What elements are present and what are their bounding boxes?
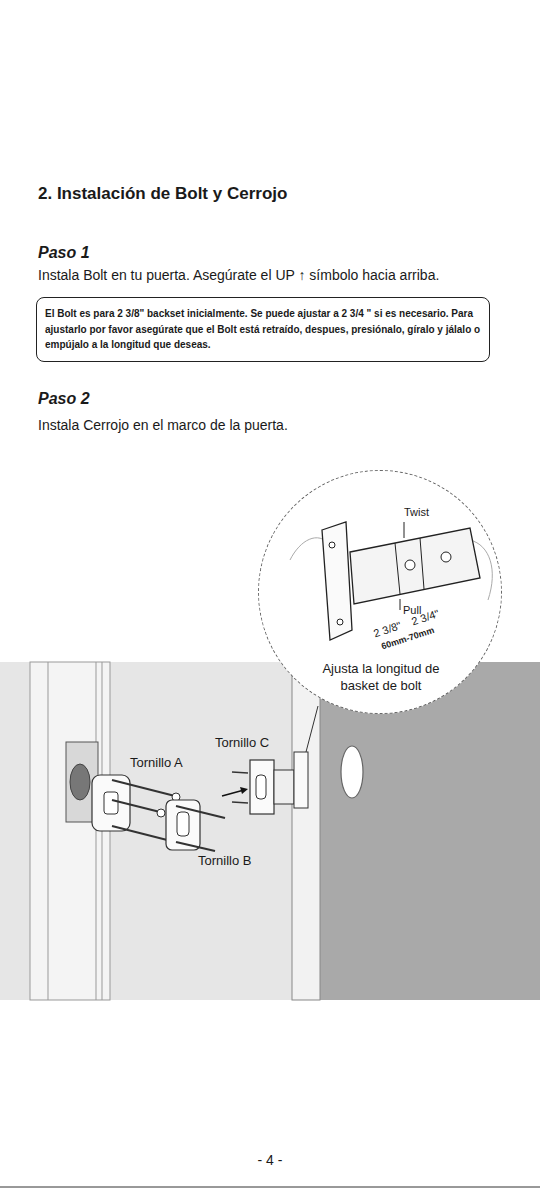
section-title: 2. Instalación de Bolt y Cerrojo [38,184,287,204]
step-heading: Paso 1 [38,244,90,262]
note-box: El Bolt es para 2 3/8" backset inicialme… [36,297,490,362]
instruction-text: Instala Bolt en tu puerta. Asegúrate el … [38,267,439,283]
part-label: Tornillo B [198,853,251,868]
twist-label: Twist [404,506,429,518]
part-label: Tornillo C [215,735,269,750]
page-number: - 4 - [258,1152,283,1168]
note-text: El Bolt es para 2 3/8" backset inicialme… [45,306,481,353]
instruction-text: Instala Cerrojo en el marco de la puerta… [38,417,288,433]
step-heading: Paso 2 [38,390,90,408]
caption-text: Ajusta la longitud de basket de bolt [306,661,456,695]
detail-circle: Ajusta la longitud de basket de bolt [258,470,502,714]
part-label: Tornillo A [130,755,183,770]
